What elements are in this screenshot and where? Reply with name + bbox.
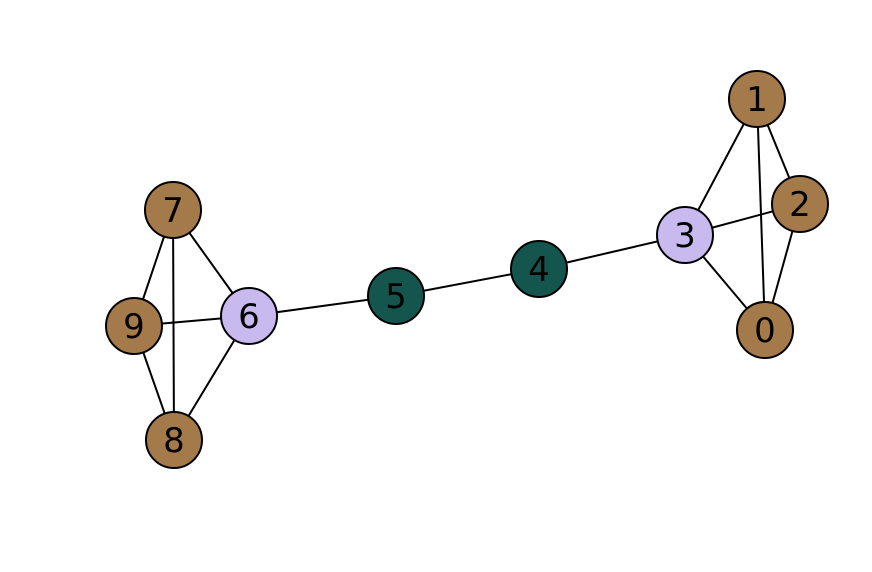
node-circle-6 bbox=[220, 287, 278, 345]
node-3: 3 bbox=[656, 206, 714, 264]
node-circle-4 bbox=[510, 240, 568, 298]
edge-7-8 bbox=[172, 209, 175, 441]
node-label-8: 8 bbox=[163, 421, 185, 461]
edges-layer bbox=[133, 98, 801, 441]
node-label-7: 7 bbox=[162, 191, 184, 231]
node-label-6: 6 bbox=[238, 297, 260, 337]
node-circle-1 bbox=[728, 70, 786, 128]
node-label-2: 2 bbox=[789, 185, 811, 225]
node-label-9: 9 bbox=[123, 307, 145, 347]
nodes-layer: 0 1 2 3 4 5 6 7 8 9 bbox=[105, 70, 829, 469]
node-circle-9 bbox=[105, 297, 163, 355]
node-circle-8 bbox=[145, 411, 203, 469]
node-circle-7 bbox=[144, 181, 202, 239]
node-1: 1 bbox=[728, 70, 786, 128]
node-label-5: 5 bbox=[385, 277, 407, 317]
node-label-1: 1 bbox=[746, 80, 768, 120]
node-2: 2 bbox=[771, 175, 829, 233]
node-5: 5 bbox=[367, 267, 425, 325]
node-label-3: 3 bbox=[674, 216, 696, 256]
node-label-4: 4 bbox=[528, 250, 550, 290]
node-circle-3 bbox=[656, 206, 714, 264]
node-circle-2 bbox=[771, 175, 829, 233]
node-label-0: 0 bbox=[754, 311, 776, 351]
node-7: 7 bbox=[144, 181, 202, 239]
node-circle-0 bbox=[736, 301, 794, 359]
node-6: 6 bbox=[220, 287, 278, 345]
node-0: 0 bbox=[736, 301, 794, 359]
node-circle-5 bbox=[367, 267, 425, 325]
node-8: 8 bbox=[145, 411, 203, 469]
node-9: 9 bbox=[105, 297, 163, 355]
node-4: 4 bbox=[510, 240, 568, 298]
